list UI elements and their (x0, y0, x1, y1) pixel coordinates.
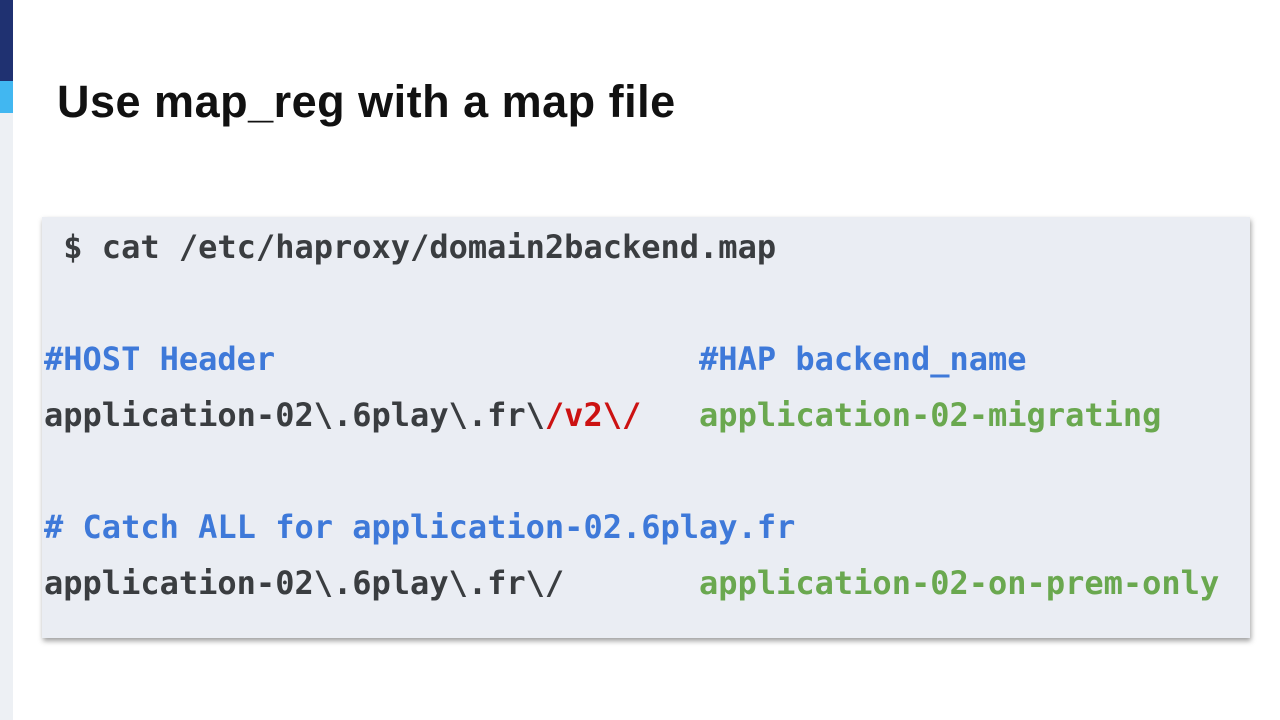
slide-title: Use map_reg with a map file (57, 76, 676, 127)
code-segment: # Catch ALL for application-02.6play.fr (44, 508, 796, 546)
code-segment: $ cat /etc/haproxy/domain2backend.map (44, 228, 777, 266)
code-segment: #HOST Header (44, 340, 276, 378)
accent-bar-navy (0, 0, 13, 81)
code-segment (564, 564, 699, 602)
accent-bar-sky (0, 81, 13, 113)
code-segment (641, 396, 699, 434)
code-segment: #HAP backend_name (699, 340, 1027, 378)
code-segment: application-02-migrating (699, 396, 1162, 434)
accent-bar-gray-strip (0, 113, 13, 720)
code-segment: /v2\/ (544, 396, 642, 434)
code-segment: application-02\.6play\.fr\ (44, 396, 545, 434)
code-segment: application-02-on-prem-only (699, 564, 1220, 602)
code-segment: application-02\.6play\.fr\/ (44, 564, 565, 602)
code-block-text: $ cat /etc/haproxy/domain2backend.map #H… (42, 217, 1250, 611)
code-block: $ cat /etc/haproxy/domain2backend.map #H… (42, 217, 1250, 638)
code-segment (275, 340, 699, 378)
